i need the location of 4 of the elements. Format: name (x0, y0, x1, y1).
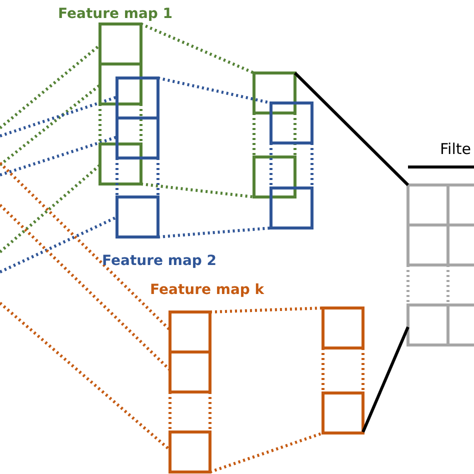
feature-map-label: Feature map k (150, 282, 264, 298)
feature-map-label: Feature map 2 (102, 253, 217, 269)
filter-label: Filte (440, 141, 471, 157)
feature-map-label: Feature map 1 (58, 6, 173, 22)
